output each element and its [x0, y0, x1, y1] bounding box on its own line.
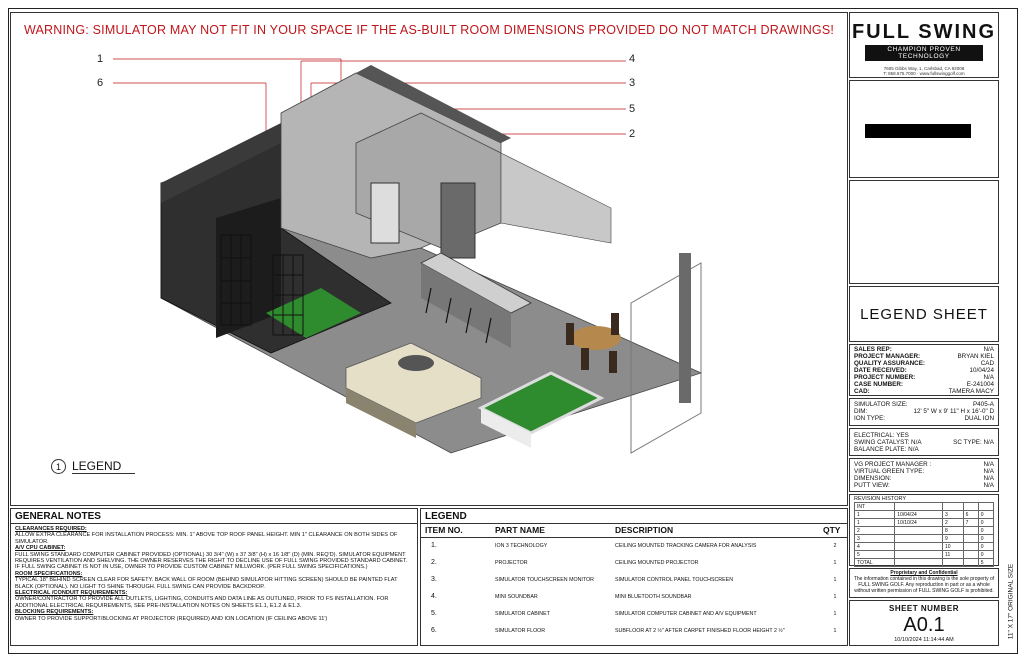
warning-banner: WARNING: SIMULATOR MAY NOT FIT IN YOUR S… [23, 23, 835, 37]
callout-1: 1 [97, 53, 104, 65]
original-size-note: 11" X 17" ORIGINAL SIZE [1007, 563, 1015, 640]
glass-partition [630, 262, 702, 454]
isometric-room-illustration [113, 58, 703, 454]
sheet-number: A0.1 [903, 614, 945, 636]
pool-table [477, 371, 605, 435]
doorway [440, 182, 476, 259]
right-post [679, 253, 691, 403]
drawing-sheet [8, 8, 1018, 654]
view-label: LEGEND [72, 459, 136, 474]
dining-table [571, 326, 621, 350]
redacted-block [849, 80, 999, 178]
general-notes: GENERAL NOTES CLEARANCES REQUIRED:ALLOW … [10, 508, 418, 646]
sheet-number-label: SHEET NUMBER [888, 604, 959, 613]
legend-table-block: LEGEND ITEM NO. PART NAME DESCRIPTION QT… [420, 508, 848, 646]
brand-address: 7605 Gibbs Way, 1, Carlsbad, CA 92008 [883, 66, 965, 71]
brand-phone: T: 858.675.7000 · www.fullswinggolf.com [883, 71, 965, 76]
brand-tagline: CHAMPION PROVEN TECHNOLOGY [865, 45, 983, 61]
simulator-spec: SIMULATOR SIZE:P405-A DIM:12' 5" W x 9' … [849, 398, 999, 426]
virtual-green-info: VG PROJECT MANAGER :N/A VIRTUAL GREEN TY… [849, 458, 999, 492]
brand-block: FULL SWING CHAMPION PROVEN TECHNOLOGY 76… [849, 12, 999, 78]
right-wall [500, 152, 612, 244]
room-divider-wall [356, 65, 511, 143]
general-notes-title: GENERAL NOTES [11, 509, 417, 524]
legend-view-tag: 1 LEGEND [51, 459, 136, 474]
sheet-number-block: SHEET NUMBER A0.1 10/10/2024 11:14:44 AM [849, 600, 999, 646]
isometric-drawing-area: WARNING: SIMULATOR MAY NOT FIT IN YOUR S… [10, 12, 848, 506]
view-number: 1 [51, 459, 66, 474]
simulator-turf [266, 288, 361, 338]
sheet-title: LEGEND SHEET [849, 286, 999, 342]
redaction-bar [865, 124, 971, 138]
callout-5: 5 [629, 103, 636, 115]
left-wall [161, 123, 281, 203]
legend-title: LEGEND [421, 509, 847, 524]
callout-4: 4 [629, 53, 636, 65]
window [370, 182, 400, 244]
callout-3: 3 [629, 77, 636, 89]
proprietary-notice: Proprietary and Confidential The informa… [849, 568, 999, 598]
coffee-table [398, 355, 434, 371]
legend-table: ITEM NO. PART NAME DESCRIPTION QTY 1.ION… [421, 524, 847, 639]
brand-logo: FULL SWING [851, 21, 997, 43]
revision-title: REVISION HISTORY [854, 496, 907, 502]
callout-6: 6 [97, 77, 104, 89]
blank-block [849, 180, 999, 284]
callout-2: 2 [629, 128, 636, 140]
sheet-date: 10/10/2024 11:14:44 AM [894, 637, 954, 643]
project-info: SALES REP:N/A PROJECT MANAGER:BRYAN KIEL… [849, 344, 999, 396]
